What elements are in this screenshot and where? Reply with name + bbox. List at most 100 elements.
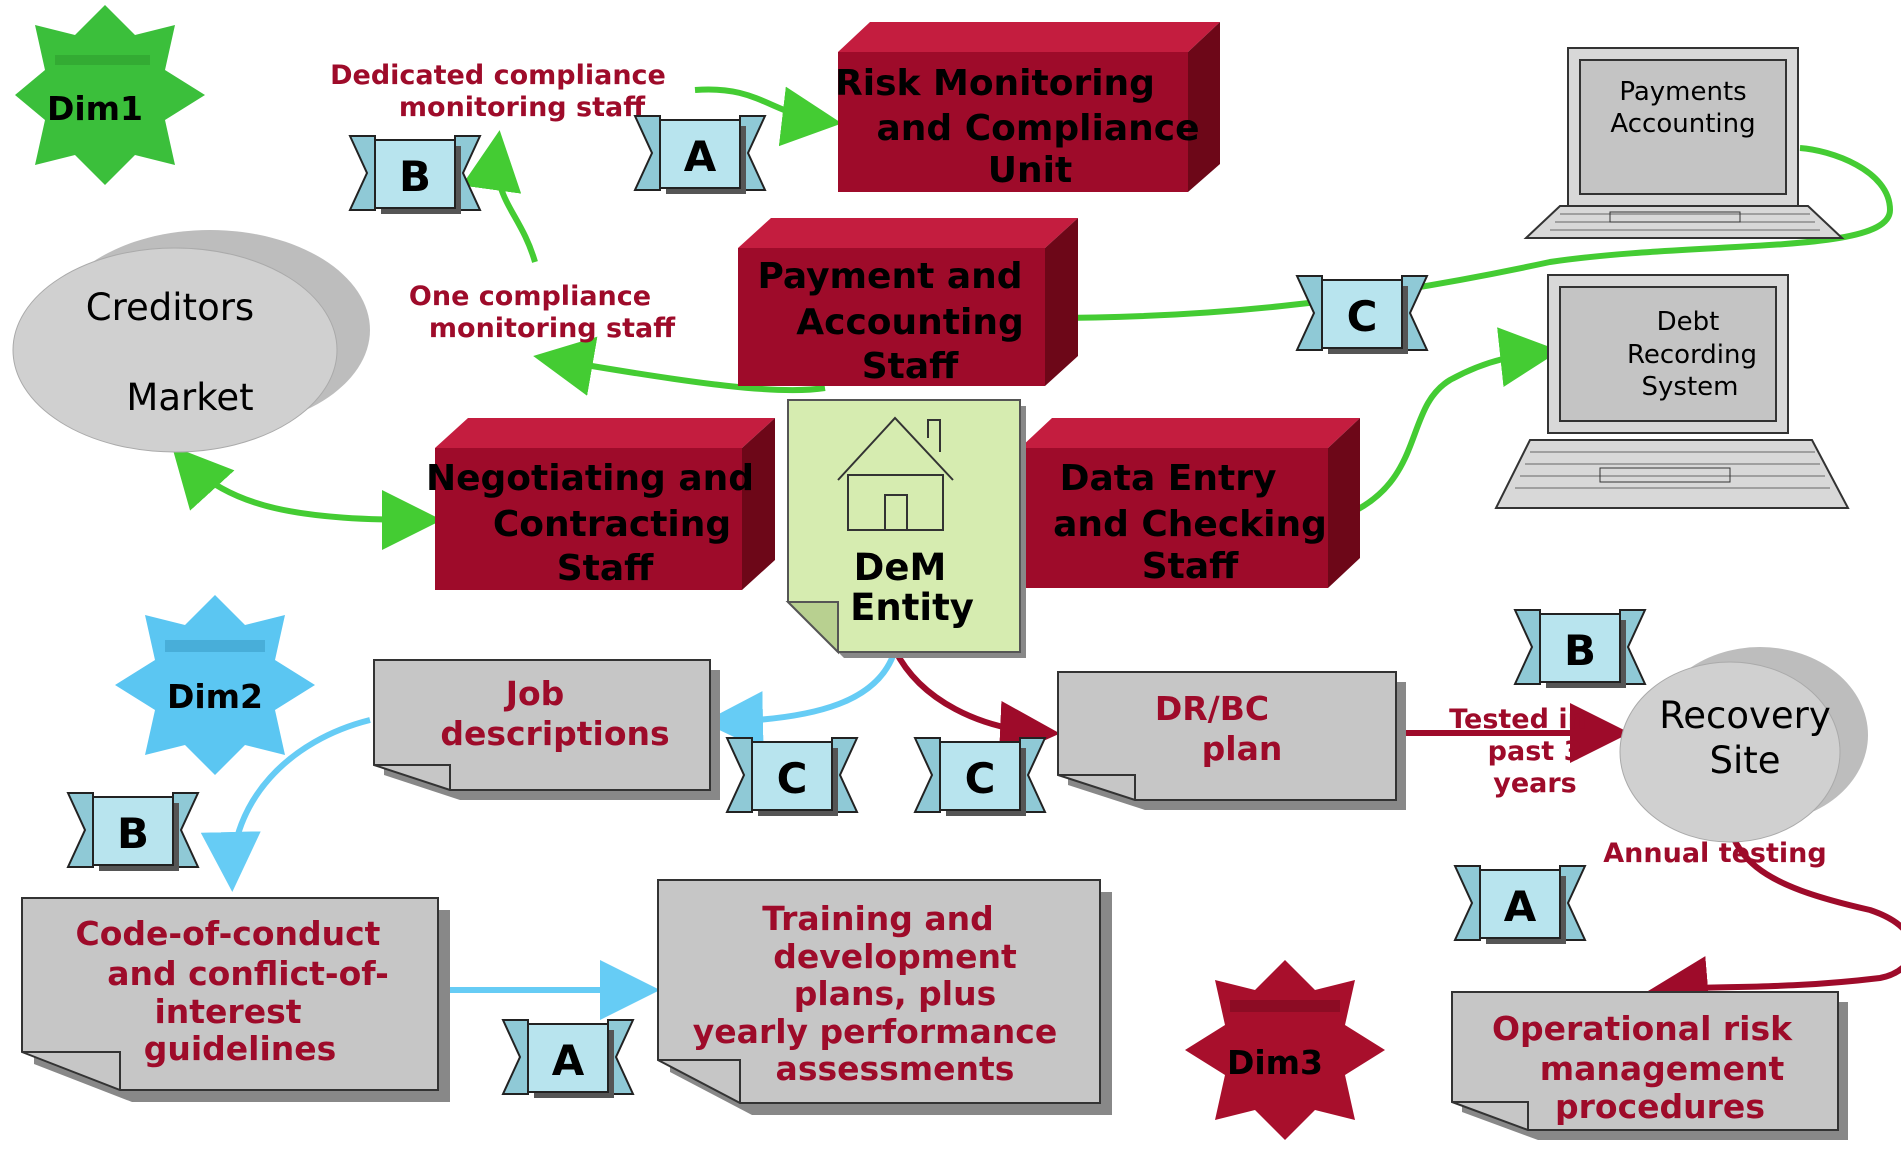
risk-monitoring-line3: Unit bbox=[988, 150, 1072, 191]
creditors-line1: Creditors bbox=[86, 286, 254, 329]
negotiating-box: Negotiating and Contracting Staff bbox=[426, 418, 775, 590]
operational-line1: Operational risk bbox=[1492, 1009, 1793, 1048]
connector-center-to-drbc bbox=[892, 648, 1060, 761]
payment-accounting-line3: Staff bbox=[862, 346, 959, 387]
connector-center-to-one bbox=[533, 336, 826, 396]
creditors-market-ellipse: Creditors Market bbox=[12, 230, 370, 453]
data-entry-box: Data Entry and Checking Staff bbox=[1020, 418, 1360, 588]
data-entry-line3: Staff bbox=[1142, 546, 1239, 587]
payment-accounting-box: Payment and Accounting Staff bbox=[738, 218, 1078, 387]
rating-payment-link-letter: C bbox=[1347, 292, 1378, 341]
dedicated-staff-label: Dedicated compliance monitoring staff bbox=[330, 60, 666, 123]
training-line3: plans, plus bbox=[794, 974, 996, 1013]
rating-training: A bbox=[501, 1019, 635, 1098]
connector-recovery-to-operational bbox=[1648, 789, 1901, 1016]
code-line3: interest bbox=[154, 992, 301, 1031]
rating-recovery: B bbox=[1513, 609, 1647, 688]
operational-risk-doc: Operational risk management procedures bbox=[1451, 991, 1848, 1140]
training-doc: Training and development plans, plus yea… bbox=[657, 879, 1112, 1115]
dem-entity-note: DeM Entity bbox=[785, 399, 1026, 658]
payment-accounting-line2: Accounting bbox=[796, 302, 1023, 343]
training-line1: Training and bbox=[762, 899, 994, 938]
one-line2: monitoring staff bbox=[429, 313, 676, 344]
debt-recording-line3: System bbox=[1642, 372, 1739, 402]
data-entry-line1: Data Entry bbox=[1060, 458, 1277, 499]
risk-monitoring-box: Risk Monitoring and Compliance Unit bbox=[835, 22, 1220, 192]
debt-recording-line1: Debt bbox=[1657, 307, 1720, 337]
risk-monitoring-line1: Risk Monitoring bbox=[835, 63, 1155, 104]
training-line5: assessments bbox=[776, 1049, 1015, 1088]
negotiating-line3: Staff bbox=[557, 548, 654, 589]
rating-drbc-letter: C bbox=[965, 754, 996, 803]
connector-dataentry-to-debt bbox=[1327, 327, 1560, 525]
dim2-label: Dim2 bbox=[167, 677, 263, 716]
rating-payment-link: C bbox=[1295, 275, 1429, 354]
connector-one-to-dedicated bbox=[461, 130, 538, 263]
training-line2: development bbox=[773, 937, 1017, 976]
training-line4: yearly performance bbox=[693, 1012, 1057, 1051]
job-line2: descriptions bbox=[440, 714, 669, 753]
rating-dedicated-staff: B bbox=[348, 135, 482, 214]
data-entry-line2: and Checking bbox=[1053, 504, 1327, 545]
job-descriptions-doc: Job descriptions bbox=[373, 659, 720, 800]
negotiating-line1: Negotiating and bbox=[426, 458, 754, 499]
dim1-badge: Dim1 bbox=[15, 5, 205, 185]
code-line2: and conflict-of- bbox=[107, 954, 389, 993]
drbc-plan-doc: DR/BC plan bbox=[1057, 671, 1406, 810]
debt-recording-computer: Debt Recording System bbox=[1494, 274, 1850, 509]
rating-dedicated-letter: B bbox=[399, 152, 431, 201]
code-line4: guidelines bbox=[144, 1029, 337, 1068]
rating-badges: A B C B C bbox=[66, 115, 1647, 1098]
rating-risk-unit: A bbox=[633, 115, 767, 194]
tested-label: Tested in past 3 years bbox=[1449, 704, 1587, 799]
dim3-label: Dim3 bbox=[1227, 1043, 1323, 1082]
connector-creditors-negotiating bbox=[171, 446, 442, 550]
rating-operational-letter: A bbox=[1504, 882, 1537, 931]
dim1-label: Dim1 bbox=[47, 89, 143, 128]
job-line1: Job bbox=[504, 674, 565, 713]
one-line1: One compliance bbox=[409, 281, 651, 312]
rating-risk-unit-letter: A bbox=[684, 132, 717, 181]
rating-code-of-conduct: B bbox=[66, 792, 200, 871]
annual-testing-label: Annual testing bbox=[1603, 838, 1826, 869]
rating-operational-risk: A bbox=[1453, 865, 1587, 944]
dem-line2: Entity bbox=[850, 586, 974, 629]
dedicated-line2: monitoring staff bbox=[399, 92, 646, 123]
connector-payment-to-computers bbox=[1044, 145, 1894, 321]
connectors bbox=[171, 86, 1901, 1020]
tested-line1: Tested in bbox=[1449, 704, 1587, 735]
operational-line2: management bbox=[1540, 1049, 1785, 1088]
payments-accounting-line1: Payments bbox=[1619, 77, 1746, 107]
recovery-line2: Site bbox=[1709, 739, 1780, 782]
creditors-line2: Market bbox=[126, 376, 253, 419]
rating-recovery-letter: B bbox=[1564, 626, 1596, 675]
code-line1: Code-of-conduct bbox=[76, 914, 381, 953]
rating-code-letter: B bbox=[117, 809, 149, 858]
recovery-line1: Recovery bbox=[1659, 694, 1831, 737]
dedicated-line1: Dedicated compliance bbox=[330, 60, 666, 91]
drbc-line1: DR/BC bbox=[1155, 689, 1269, 728]
dim3-badge: Dim3 bbox=[1185, 960, 1385, 1140]
connector-dedicated-to-risk bbox=[694, 86, 842, 147]
connector-center-to-job bbox=[703, 649, 898, 752]
debt-recording-line2: Recording bbox=[1627, 340, 1757, 370]
rating-job-descriptions: C bbox=[725, 737, 859, 816]
payments-accounting-line2: Accounting bbox=[1610, 109, 1755, 139]
drbc-line2: plan bbox=[1202, 729, 1283, 768]
risk-monitoring-line2: and Compliance bbox=[876, 108, 1199, 149]
rating-drbc: C bbox=[913, 737, 1047, 816]
rating-training-letter: A bbox=[552, 1036, 585, 1085]
recovery-site-ellipse: Recovery Site bbox=[1619, 647, 1868, 843]
dem-line1: DeM bbox=[854, 546, 947, 589]
operational-line3: procedures bbox=[1555, 1087, 1765, 1126]
tested-line3: years bbox=[1493, 768, 1577, 799]
one-staff-label: One compliance monitoring staff bbox=[409, 281, 676, 344]
tested-line2: past 3 bbox=[1488, 736, 1583, 767]
home-icon bbox=[837, 416, 954, 531]
code-of-conduct-doc: Code-of-conduct and conflict-of- interes… bbox=[21, 897, 450, 1102]
rating-job-letter: C bbox=[777, 754, 808, 803]
negotiating-line2: Contracting bbox=[493, 504, 731, 545]
dim2-badge: Dim2 bbox=[115, 595, 315, 775]
payment-accounting-line1: Payment and bbox=[757, 256, 1022, 297]
